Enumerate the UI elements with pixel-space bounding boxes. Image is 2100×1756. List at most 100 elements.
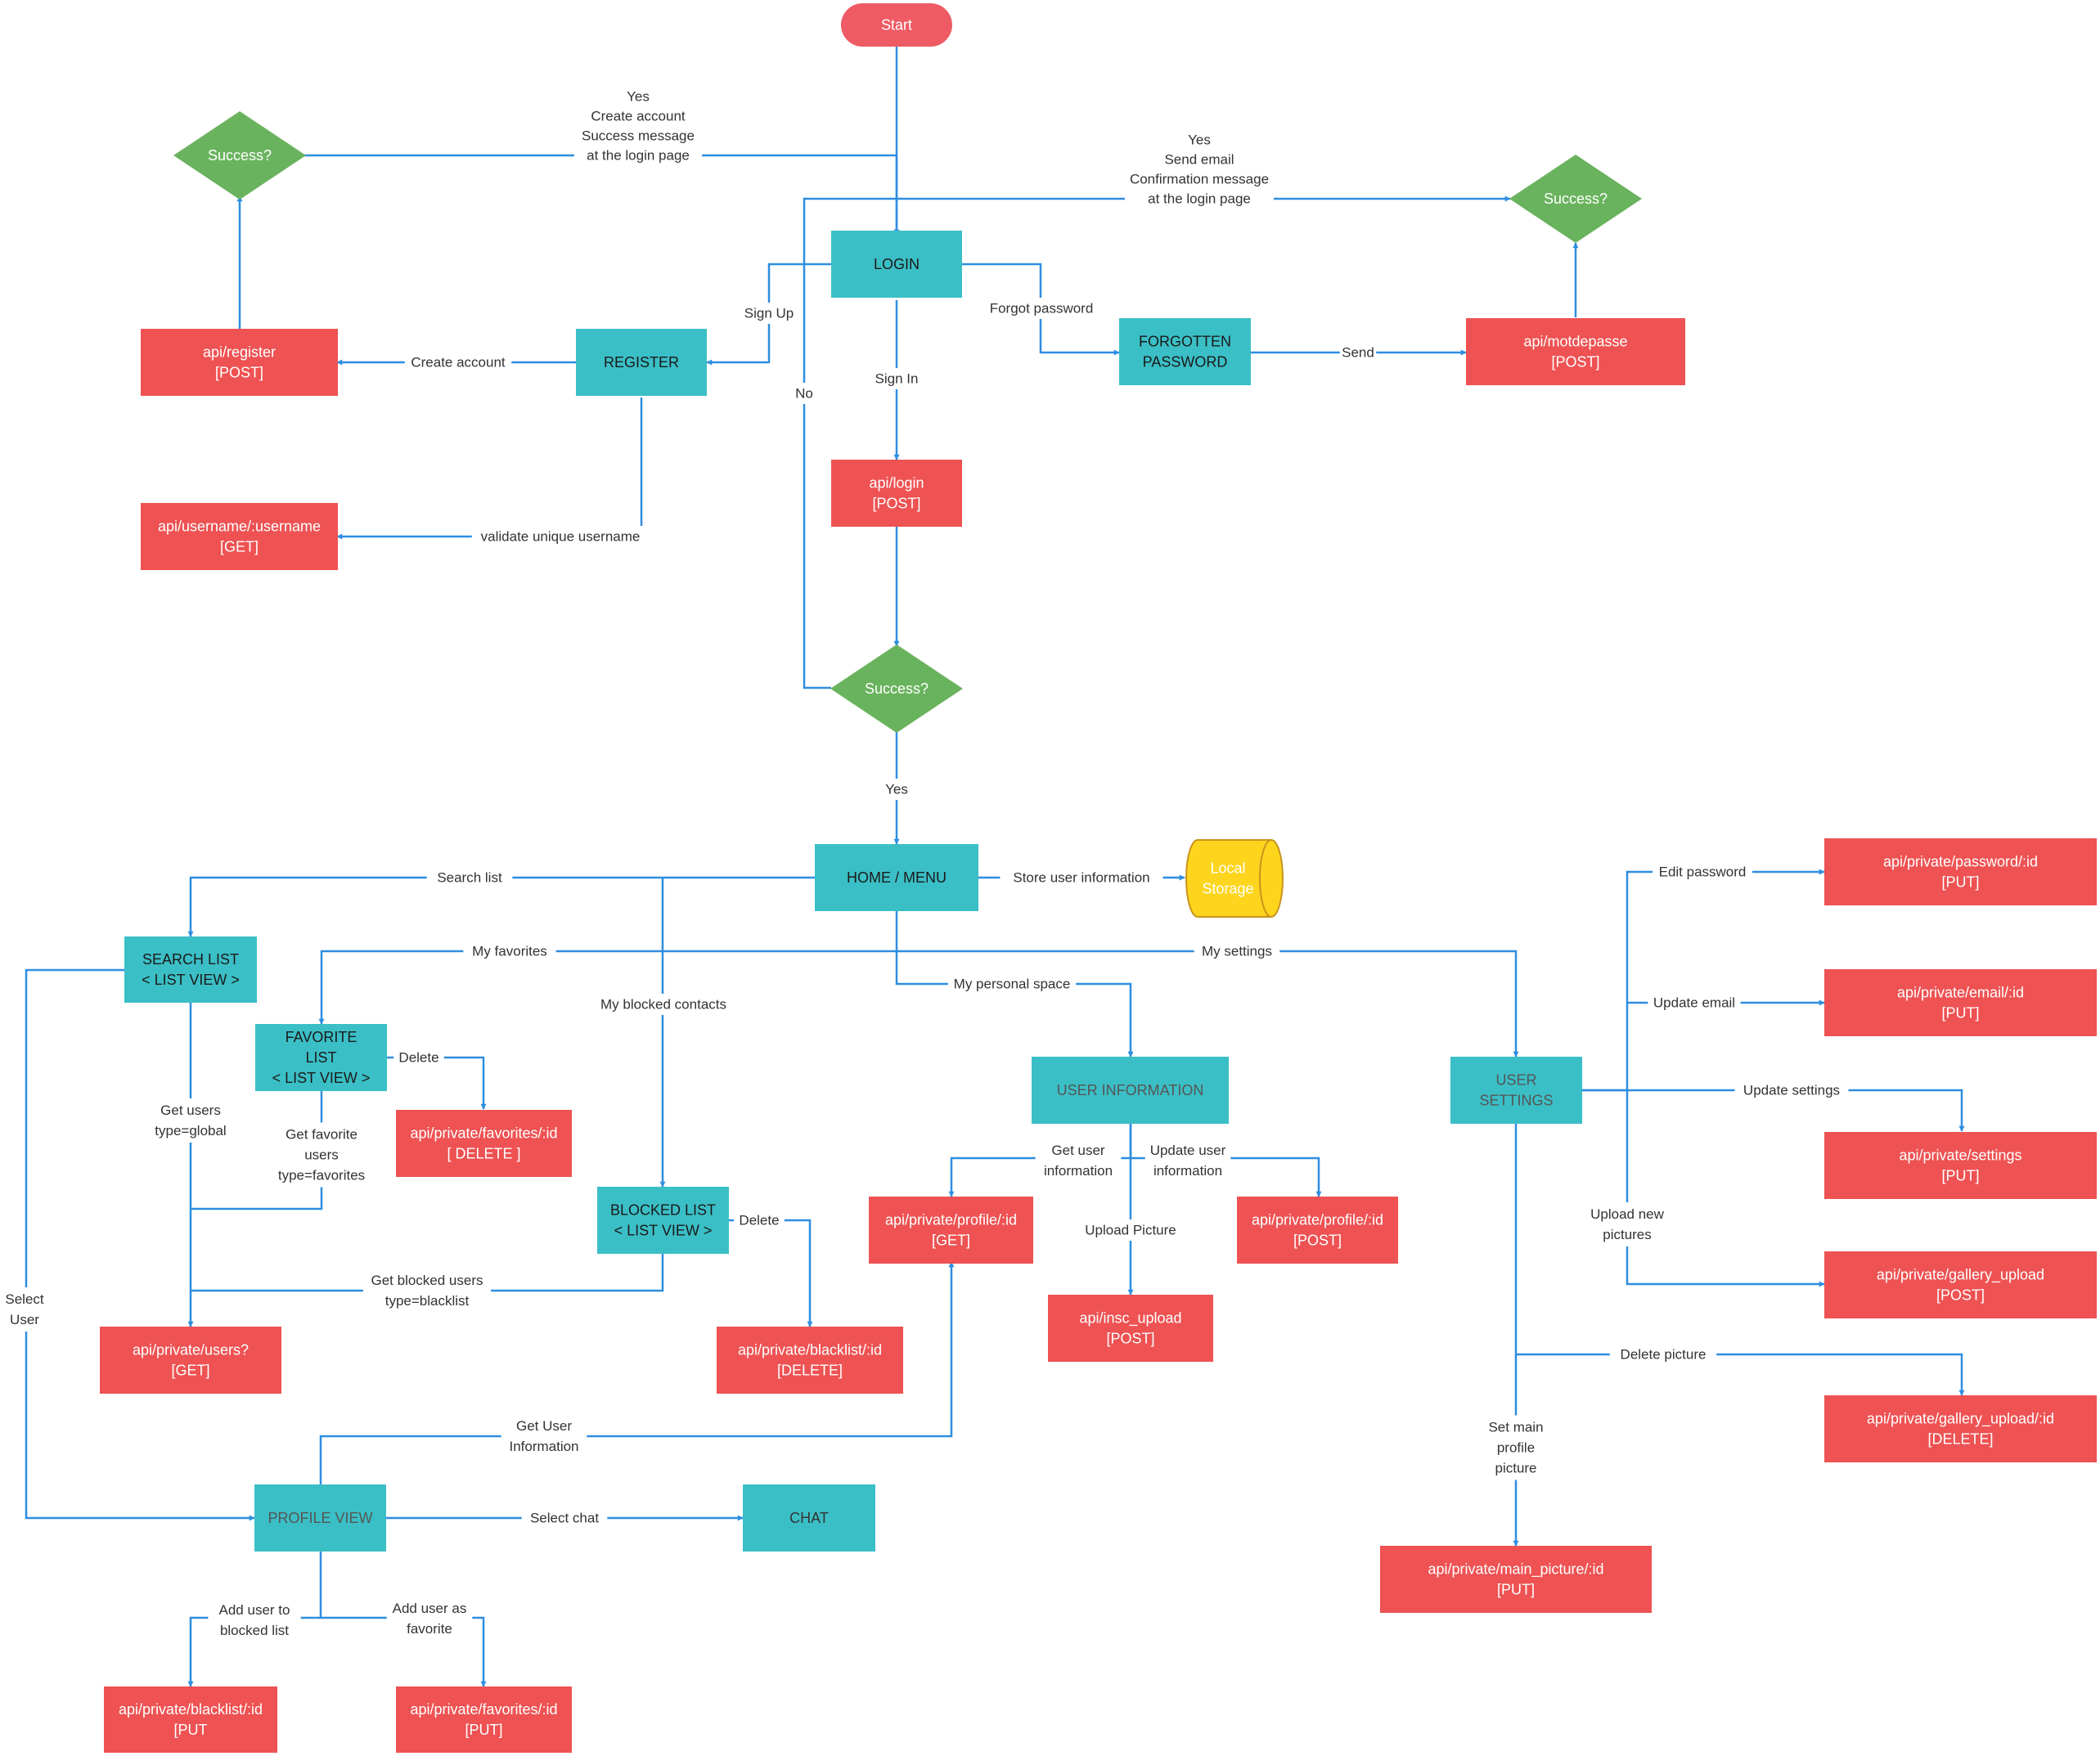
store-user-info-label: Store user information xyxy=(1000,867,1163,888)
user-information-node-shape xyxy=(1032,1057,1229,1124)
api-insc-upload-node-label: api/insc_upload xyxy=(1079,1310,1181,1327)
api-main-picture-node: api/private/main_picture/:id[PUT] xyxy=(1380,1546,1652,1613)
api-username-node-label: api/username/:username xyxy=(158,519,321,535)
register-node: REGISTER xyxy=(576,329,707,396)
edit-password-label-line: Edit password xyxy=(1659,865,1747,880)
register-yes-label-line: Yes xyxy=(627,89,650,105)
api-settings-node-label: api/private/settings xyxy=(1899,1147,2021,1164)
success-reset-decision: Success? xyxy=(1509,155,1642,243)
api-users-node: api/private/users?[GET] xyxy=(100,1327,281,1394)
home-menu-to-search-list-connector xyxy=(187,876,815,937)
profile-view-to-api-profile-get-connector xyxy=(319,1261,955,1484)
reset-yes-label-line: Confirmation message xyxy=(1130,172,1269,187)
api-gallery-delete-node-label: api/private/gallery_upload/:id xyxy=(1867,1411,2054,1428)
blocked-list-node: BLOCKED LIST< LIST VIEW > xyxy=(597,1187,729,1254)
search-list-node-label: < LIST VIEW > xyxy=(142,972,240,988)
register-node-shape xyxy=(576,329,707,396)
my-favorites-label-line: My favorites xyxy=(472,944,547,959)
success-register-decision: Success? xyxy=(173,111,306,200)
delete-blocked-label: Delete xyxy=(734,1210,785,1231)
api-main-picture-node-label: api/private/main_picture/:id xyxy=(1428,1561,1603,1579)
local-storage-storage-label: Storage xyxy=(1202,881,1253,897)
update-settings-label: Update settings xyxy=(1734,1080,1849,1101)
profile-view-node: PROFILE VIEW xyxy=(254,1484,386,1552)
user-settings-node-shape xyxy=(1450,1057,1582,1124)
login-yes-label-line: Yes xyxy=(885,782,908,797)
api-profile-post-node: api/private/profile/:id[POST] xyxy=(1237,1197,1398,1264)
user-settings-to-api-gallery-delete-connector xyxy=(1514,1124,1965,1396)
my-blocked-contacts-label-line: My blocked contacts xyxy=(600,997,726,1013)
api-blacklist-put-node-label: [PUT xyxy=(173,1722,207,1738)
search-list-label: Search list xyxy=(426,867,513,888)
local-storage-storage-shape xyxy=(1185,839,1284,918)
api-password-node-shape xyxy=(1824,838,2097,905)
favorite-list-node-label: LIST xyxy=(305,1049,336,1066)
api-email-node-label: api/private/email/:id xyxy=(1897,985,2024,1001)
forgotten-password-node-label: PASSWORD xyxy=(1143,354,1228,371)
favorite-list-node-label: FAVORITE xyxy=(286,1029,357,1045)
add-to-blocked-label-line: blocked list xyxy=(220,1623,289,1638)
api-gallery-delete-node-shape xyxy=(1824,1395,2097,1462)
api-blacklist-put-node-shape xyxy=(104,1686,277,1753)
upload-new-pictures-label-line: pictures xyxy=(1603,1227,1652,1242)
reset-yes-label-line: at the login page xyxy=(1148,191,1251,207)
profile-view-node-label: PROFILE VIEW xyxy=(268,1510,372,1526)
register-yes-label-line: at the login page xyxy=(587,148,690,164)
upload-picture-label-line: Upload Picture xyxy=(1085,1223,1176,1238)
get-users-global-label-line: type=global xyxy=(155,1123,226,1138)
api-profile-get-node-label: [GET] xyxy=(932,1233,970,1249)
select-user-label-line: Select xyxy=(5,1291,44,1307)
add-as-favorite-label-line: favorite xyxy=(407,1621,452,1637)
api-register-node: api/register[POST] xyxy=(141,329,338,396)
api-password-node-label: [PUT] xyxy=(1941,874,1979,891)
search-list-node-shape xyxy=(124,936,257,1003)
api-email-node-shape xyxy=(1824,969,2097,1036)
api-favorites-delete-node-label: [ DELETE ] xyxy=(447,1146,520,1162)
get-user-information-label-line: information xyxy=(1044,1163,1113,1179)
home-menu-to-user-settings-connector xyxy=(897,950,1519,1058)
get-favorite-users-label-line: Get favorite xyxy=(286,1127,357,1143)
send-label: Send xyxy=(1339,342,1377,363)
api-settings-node-shape xyxy=(1824,1132,2097,1199)
update-settings-label-line: Update settings xyxy=(1743,1083,1840,1098)
api-profile-get-node-shape xyxy=(869,1197,1033,1264)
api-favorites-delete-node-shape xyxy=(396,1110,572,1177)
api-insc-upload-node-shape xyxy=(1048,1295,1213,1362)
validate-username-label-line: validate unique username xyxy=(481,529,641,545)
api-users-node-label: api/private/users? xyxy=(133,1342,249,1359)
user-settings-node-label: USER xyxy=(1495,1072,1536,1089)
api-blacklist-delete-node-label: [DELETE] xyxy=(777,1363,843,1379)
api-profile-get-node: api/private/profile/:id[GET] xyxy=(869,1197,1033,1264)
upload-picture-label: Upload Picture xyxy=(1077,1219,1185,1241)
search-list-node-label: SEARCH LIST xyxy=(142,951,239,968)
set-main-picture-label-line: Set main xyxy=(1488,1420,1543,1435)
api-users-node-shape xyxy=(100,1327,281,1394)
blocked-list-to-api-blacklist-delete-connector xyxy=(729,1219,813,1327)
success-login-decision-label: Success? xyxy=(865,680,929,697)
forgotten-password-node-shape xyxy=(1119,318,1251,385)
home-menu-to-favorite-list-connector xyxy=(318,910,898,1025)
login-node: LOGIN xyxy=(831,231,962,298)
user-settings-to-api-gallery-upload-connector xyxy=(1626,1090,1825,1287)
sign-in-label-line: Sign In xyxy=(875,371,919,387)
my-blocked-contacts-label: My blocked contacts xyxy=(592,994,735,1015)
api-username-node: api/username/:username[GET] xyxy=(141,503,338,570)
search-list-label-line: Search list xyxy=(437,870,502,886)
update-user-information-label-line: Update user xyxy=(1150,1143,1226,1158)
api-password-node-label: api/private/password/:id xyxy=(1883,854,2038,870)
api-gallery-upload-node-label: [POST] xyxy=(1936,1287,1985,1304)
local-storage-storage-label: Local xyxy=(1210,860,1245,877)
blocked-list-node-shape xyxy=(597,1187,729,1254)
api-username-node-shape xyxy=(141,503,338,570)
create-account-label: Create account xyxy=(404,352,512,373)
set-main-picture-label-line: picture xyxy=(1495,1461,1536,1476)
api-favorites-put-node: api/private/favorites/:id[PUT] xyxy=(396,1686,572,1753)
profile-get-user-information-label-line: Information xyxy=(509,1439,578,1454)
api-insc-upload-node-label: [POST] xyxy=(1106,1331,1154,1347)
